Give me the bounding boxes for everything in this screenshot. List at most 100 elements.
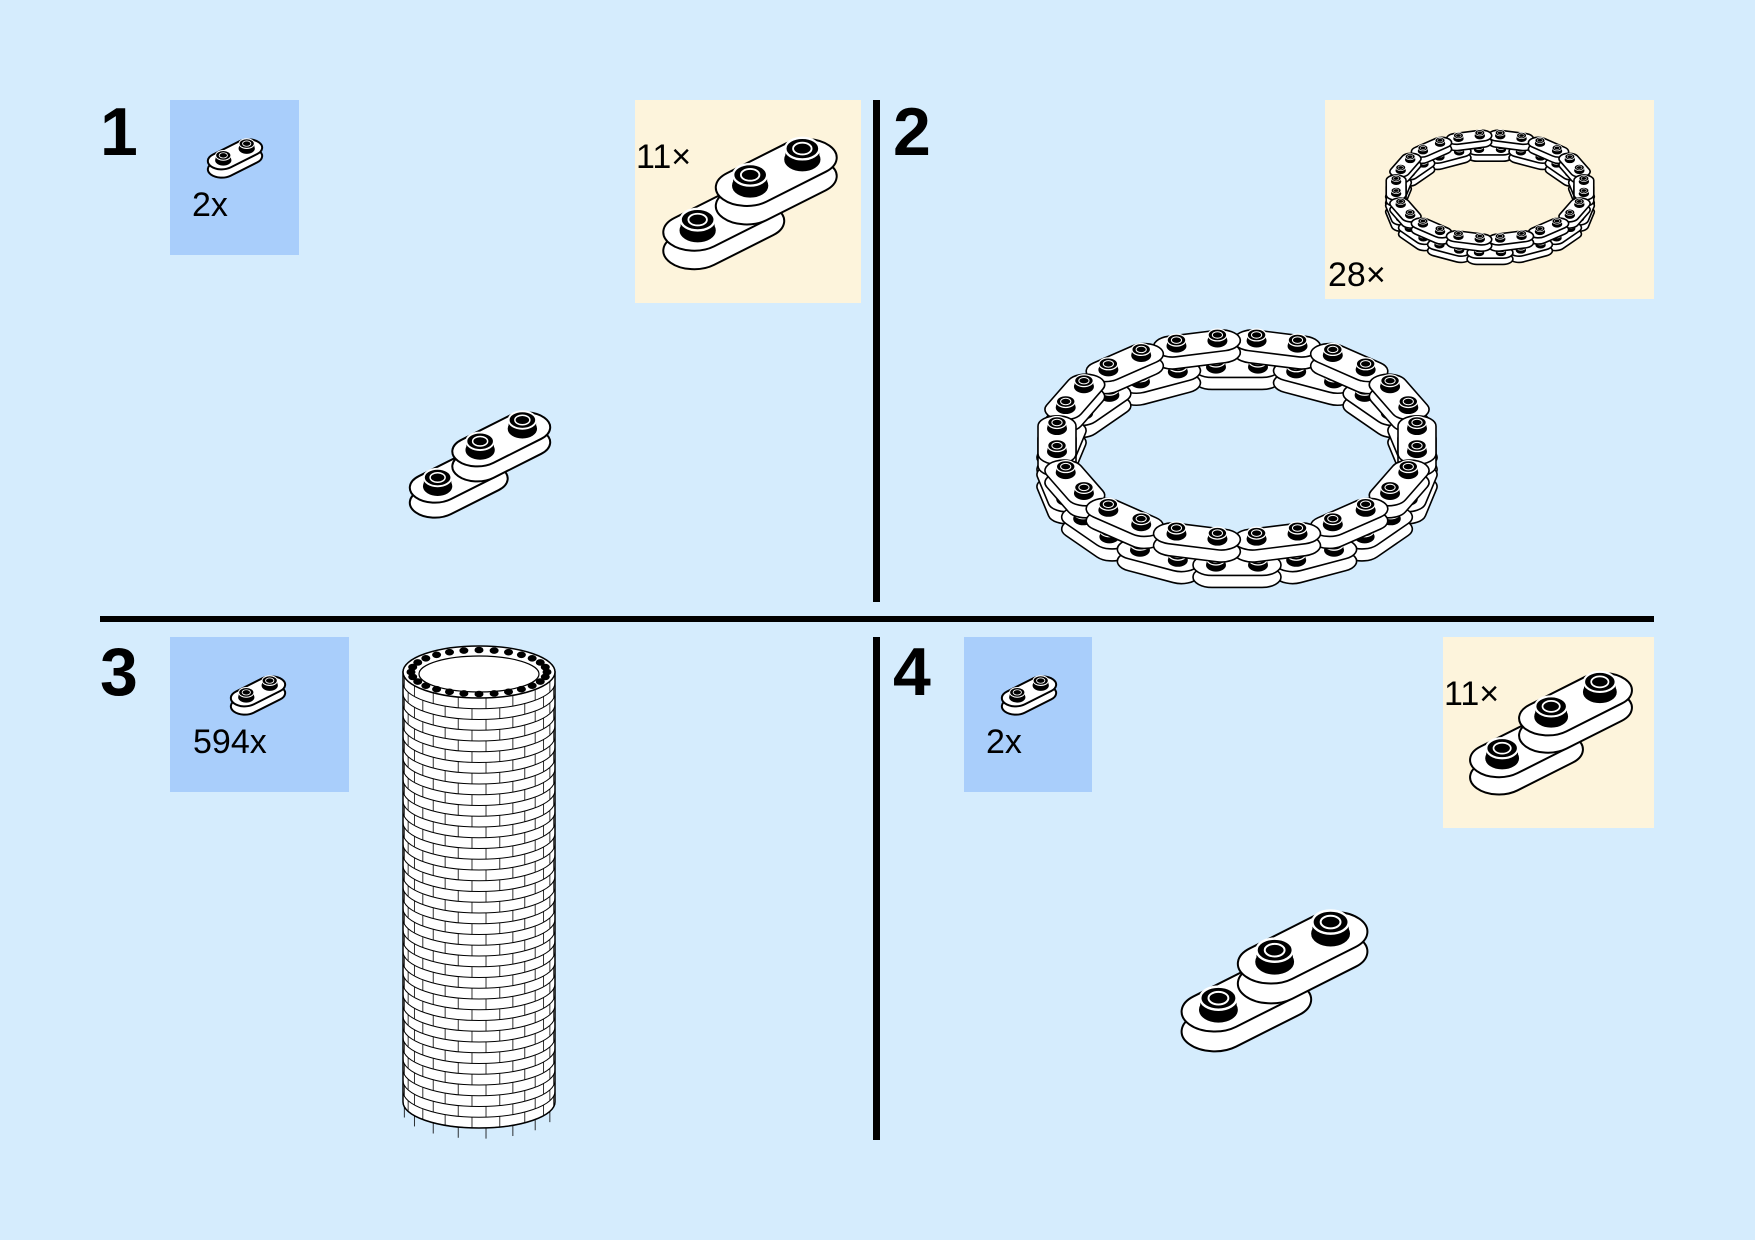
tower-stud (474, 690, 484, 698)
tower-layer (402, 1026, 556, 1054)
tower-stud (540, 663, 550, 671)
tower-layer (402, 1015, 556, 1043)
tower-stud (413, 678, 423, 685)
tower-stud (444, 688, 454, 696)
tower-layer (402, 822, 556, 849)
tower-layer (402, 951, 556, 978)
plate-assembly-image (645, 108, 855, 288)
tower-layer (402, 736, 556, 763)
sub-assembly-callout: 11× (635, 100, 861, 303)
parts-count: 594x (193, 723, 267, 761)
tower-layer (402, 897, 556, 925)
tower-stud (540, 673, 550, 681)
tower-layer (402, 779, 556, 806)
tower-stud (504, 648, 514, 656)
tower-layer (402, 1058, 556, 1086)
tower-layer (402, 908, 556, 935)
ring-plate (1445, 129, 1494, 151)
ring-plate (1150, 521, 1244, 564)
tower-stud (489, 647, 499, 654)
step-number: 1 (100, 94, 138, 170)
tower-layer (402, 983, 556, 1011)
parts-list-box: 2x (964, 637, 1092, 792)
tower-layer (402, 1005, 556, 1032)
tower-layer (402, 682, 556, 710)
ring-plate (1150, 328, 1244, 371)
tower-layer (402, 1080, 556, 1107)
tower-stud (459, 690, 469, 697)
step-number: 3 (100, 634, 138, 710)
plate-ring-image (1370, 129, 1610, 271)
plate-part-icon (200, 128, 270, 180)
tower-stud (408, 663, 418, 671)
ring-plate (1486, 230, 1535, 252)
tower-layer (402, 972, 556, 1000)
tower-stud (413, 659, 423, 666)
tower-layer (402, 1101, 556, 1129)
tower-stud (444, 648, 454, 656)
divider-horizontal (100, 616, 1654, 622)
tower-layer (402, 833, 556, 860)
tower-layer (402, 940, 556, 968)
step-number: 2 (893, 94, 931, 170)
tower-stud (527, 654, 537, 662)
step-number: 4 (893, 634, 931, 710)
tower-layer (402, 1069, 556, 1097)
tower-stud (421, 682, 431, 690)
tower-stud (535, 678, 545, 685)
plate-assembly-image (1453, 643, 1649, 813)
tower-layer (402, 919, 556, 946)
parts-list-box: 2x (170, 100, 299, 255)
sub-assembly-callout: 11× (1443, 637, 1654, 828)
tower-layer (402, 747, 556, 774)
tower-layer (402, 704, 556, 731)
tower-stud (527, 682, 537, 690)
step-4-model-image (1162, 877, 1387, 1073)
divider-vertical-top (873, 100, 880, 602)
tower-layer (402, 843, 556, 871)
step-3-tower-model-image (402, 645, 556, 1139)
tower-stud (489, 690, 499, 697)
callout-count: 11× (636, 138, 692, 176)
sub-assembly-callout: 28× (1325, 100, 1654, 299)
tower-stud (432, 685, 442, 693)
divider-vertical-bottom (873, 637, 880, 1140)
tower-layer (402, 1048, 556, 1075)
plate-part-icon (994, 665, 1064, 717)
tower-layer (402, 800, 556, 828)
tower-layer (402, 876, 556, 903)
tower-layer (402, 1037, 556, 1064)
tower-layer (402, 693, 556, 720)
tower-layer (402, 865, 556, 892)
tower-layer (402, 854, 556, 882)
tower-layer (402, 886, 556, 914)
tower-layer (402, 1091, 556, 1118)
callout-count: 11× (1444, 675, 1500, 713)
callout-count: 28× (1328, 256, 1386, 294)
tower-body (402, 671, 556, 1129)
step-2-ring-model-image (1003, 328, 1471, 600)
tower-stud (516, 685, 526, 693)
tower-stud (516, 651, 526, 659)
tower-stud (421, 654, 431, 662)
tower-stud (459, 647, 469, 654)
tower-stud (474, 646, 484, 654)
parts-list-box: 594x (170, 637, 349, 792)
tower-layer (402, 768, 556, 796)
tower-layer (402, 790, 556, 817)
parts-count: 2x (192, 186, 228, 224)
tower-layer (402, 714, 556, 742)
plate-part-icon (223, 665, 293, 717)
tower-stud (504, 688, 514, 696)
ring-plate (1445, 230, 1494, 252)
tower-stud (432, 651, 442, 659)
tower-layer (402, 811, 556, 839)
step-1-model-image (395, 384, 565, 536)
tower-layer (402, 757, 556, 785)
parts-count: 2x (986, 723, 1022, 761)
tower-layer (402, 725, 556, 753)
tower-stud (535, 659, 545, 666)
tower-layer (402, 994, 556, 1021)
tower-layer (402, 929, 556, 957)
tower-layer (402, 962, 556, 989)
